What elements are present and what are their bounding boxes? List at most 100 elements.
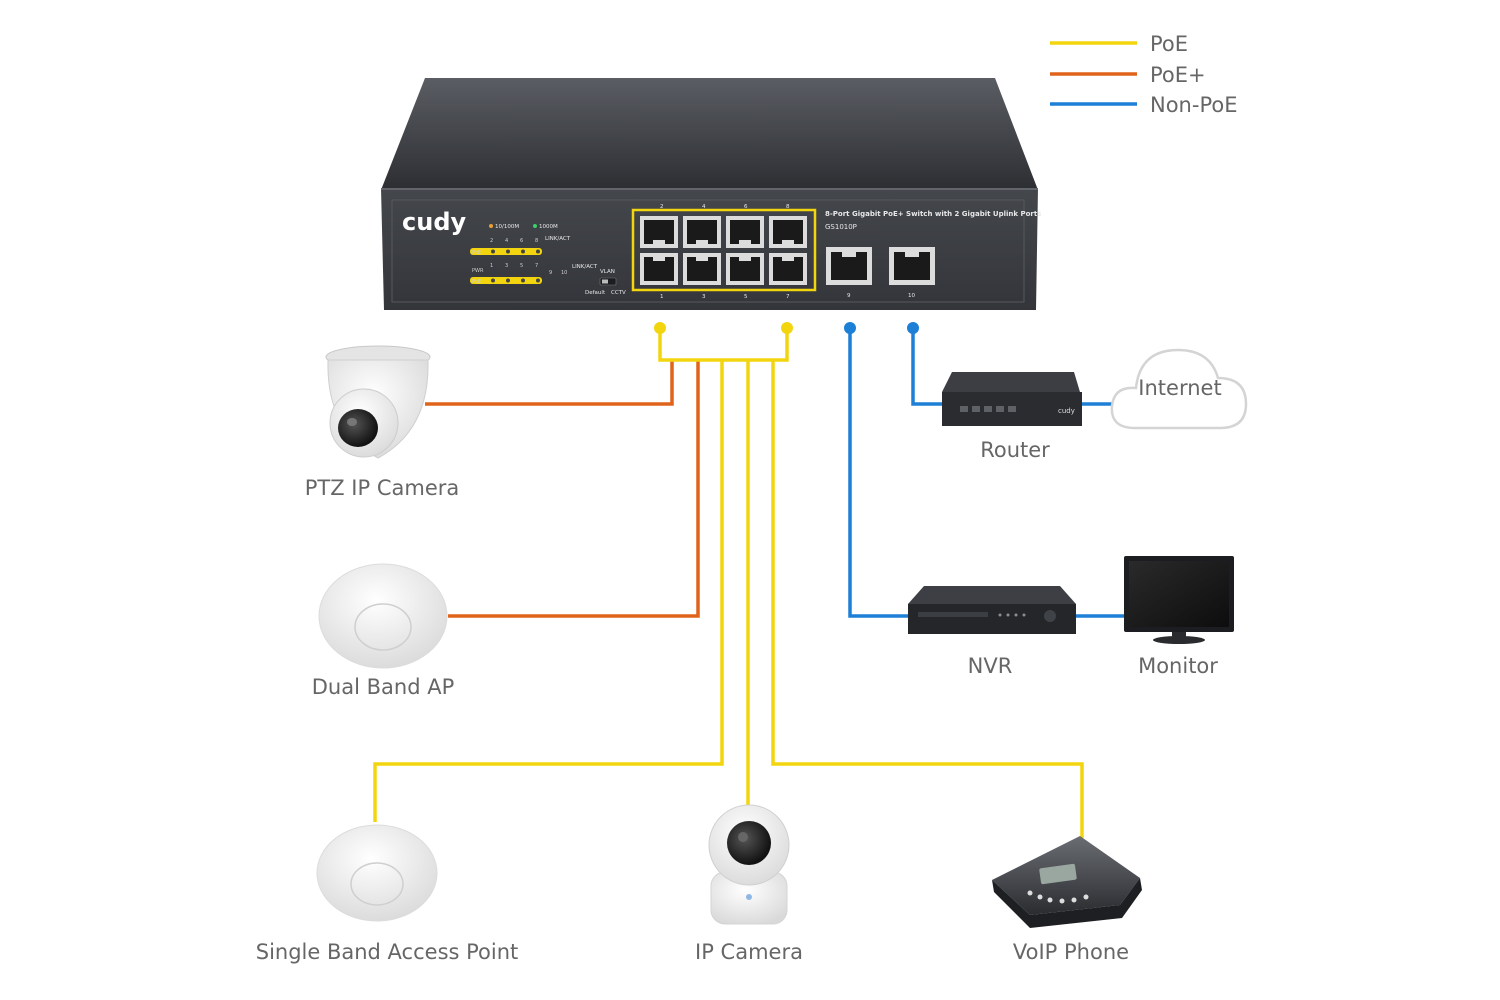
nvr-indicator	[1006, 613, 1010, 617]
router-port	[972, 406, 980, 412]
switch-model-description: 8-Port Gigabit PoE+ Switch with 2 Gigabi…	[825, 210, 1041, 218]
phone-edge	[992, 878, 1142, 928]
ethernet-port[interactable]	[640, 216, 678, 248]
nvr-button	[1044, 610, 1056, 622]
port-number: 5	[744, 294, 748, 300]
router-top	[942, 372, 1080, 392]
led-indicator	[506, 278, 510, 283]
router-port	[1008, 406, 1016, 412]
ip-camera	[708, 804, 790, 925]
label-single-band-ap: Single Band Access Point	[256, 940, 519, 964]
poe-port-block: 2 4 6 8 1 3 5 7	[631, 204, 817, 300]
camera-status-led	[746, 894, 752, 900]
mode-cctv-label: CCTV	[611, 290, 626, 296]
ap-body	[316, 824, 438, 922]
led-number: 8	[535, 238, 538, 244]
switch-front-face	[381, 188, 1038, 310]
cables	[373, 322, 1126, 838]
led-number: 7	[535, 263, 538, 269]
ethernet-port[interactable]	[769, 216, 807, 248]
led-legend-label: 10/100M	[495, 224, 519, 230]
link-act-label: LINK/ACT	[545, 236, 571, 242]
cable-poe-plus-ptz-camera	[425, 360, 674, 406]
ap-center-ring	[354, 603, 412, 651]
port-number: 3	[702, 294, 706, 300]
router-port	[984, 406, 992, 412]
led-indicator	[536, 249, 540, 254]
ap-body	[318, 563, 448, 669]
led-number: 10	[561, 270, 567, 276]
link-act-label: LINK/ACT	[572, 264, 598, 270]
label-ptz-ip-camera: PTZ IP Camera	[305, 476, 460, 500]
ethernet-port[interactable]	[640, 253, 678, 285]
cable-poe-plus-dual-band-ap	[448, 360, 700, 618]
led-number: 5	[520, 263, 523, 269]
port-connector-dot	[654, 322, 666, 334]
label-router: Router	[980, 438, 1050, 462]
port-number: 10	[908, 293, 915, 299]
mode-slider-knob	[602, 279, 608, 284]
nvr-indicator	[1014, 613, 1018, 617]
led-indicator	[491, 249, 495, 254]
label-nvr: NVR	[968, 654, 1013, 678]
internet-cloud: Internet	[1110, 348, 1248, 430]
port-connector-dot	[781, 322, 793, 334]
router: cudy	[942, 372, 1082, 426]
router-port	[996, 406, 1004, 412]
phone-key	[1047, 897, 1053, 903]
ethernet-port[interactable]	[726, 253, 764, 285]
led-number: 3	[505, 263, 508, 269]
dual-band-ap	[318, 563, 448, 669]
mode-vlan-label: VLAN	[600, 269, 615, 275]
monitor	[1124, 556, 1234, 644]
nvr-indicator	[998, 613, 1002, 617]
port-number: 1	[660, 294, 664, 300]
ethernet-port[interactable]	[683, 253, 721, 285]
monitor-neck	[1172, 632, 1186, 638]
switch-model-number: GS1010P	[825, 223, 857, 231]
camera-lens	[727, 821, 771, 865]
phone-key	[1083, 894, 1089, 900]
uplink-port[interactable]	[826, 247, 872, 285]
mode-default-label: Default	[585, 290, 606, 296]
port-connector-dot	[844, 322, 856, 334]
led-row-1: 2 4 6 8 LINK/ACT PoE	[470, 236, 571, 256]
camera-lens-glint	[738, 832, 748, 842]
led-legend-dot	[533, 224, 537, 228]
led-legend-label: 1000M	[539, 224, 558, 230]
poe-led-tag: PoE	[472, 279, 481, 285]
nvr-indicator	[1022, 613, 1026, 617]
poe-switch: cudy 10/100M 1000M 2 4 6 8 LINK/ACT PoE …	[381, 78, 1041, 310]
phone-key	[1059, 898, 1065, 904]
ethernet-port[interactable]	[683, 216, 721, 248]
label-internet: Internet	[1138, 376, 1221, 400]
led-number: 1	[490, 263, 493, 269]
router-port	[960, 406, 968, 412]
cable-poe-single-band-ap	[373, 360, 724, 822]
port-number: 4	[702, 204, 706, 210]
poe-led-tag: PoE	[472, 250, 481, 256]
led-legend-dot	[489, 224, 493, 228]
router-brand: cudy	[1058, 407, 1075, 415]
cable-poe-bus	[658, 329, 789, 362]
cloud-icon	[1110, 348, 1248, 430]
led-number: 6	[520, 238, 523, 244]
led-indicator	[506, 249, 510, 254]
poe-port-frame	[631, 208, 817, 292]
ethernet-port[interactable]	[769, 253, 807, 285]
label-monitor: Monitor	[1138, 654, 1218, 678]
nvr	[908, 586, 1076, 634]
led-number: 4	[505, 238, 508, 244]
uplink-port[interactable]	[889, 247, 935, 285]
label-voip-phone: VoIP Phone	[1013, 940, 1129, 964]
mode-switch[interactable]: VLAN Default CCTV	[585, 269, 626, 296]
led-indicator	[536, 278, 540, 283]
legend-item-poe-plus: PoE+	[1050, 63, 1206, 87]
ethernet-port[interactable]	[726, 216, 764, 248]
phone-display	[1039, 863, 1077, 885]
led-number: 2	[490, 238, 493, 244]
legend-item-poe: PoE	[1050, 32, 1188, 56]
switch-top-face	[381, 78, 1038, 190]
port-number: 7	[786, 294, 790, 300]
